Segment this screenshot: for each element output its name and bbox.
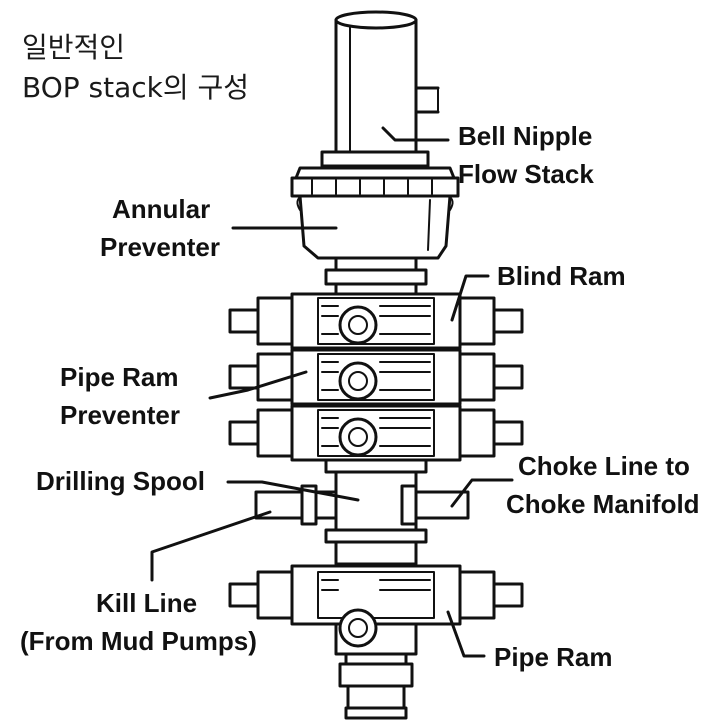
leader-kill-line bbox=[150, 510, 272, 582]
title-line-1: 일반적인 bbox=[22, 31, 126, 64]
label-annular-2: Preventer bbox=[100, 232, 220, 262]
leader-bell-nipple bbox=[381, 126, 450, 142]
pipe-ram-preventer-upper bbox=[228, 348, 524, 406]
pipe-ram-preventer-lower bbox=[228, 404, 524, 462]
labels: Bell Nipple Flow Stack Annular Preventer… bbox=[20, 121, 700, 672]
leader-lines bbox=[150, 126, 514, 658]
label-bell-nipple-1: Bell Nipple bbox=[458, 121, 592, 151]
annular-preventer bbox=[296, 194, 454, 260]
leader-choke-line bbox=[450, 478, 514, 508]
drilling-spool bbox=[254, 458, 470, 544]
leader-pipe-ram bbox=[446, 610, 486, 658]
label-pipe-ram: Pipe Ram bbox=[494, 642, 613, 672]
label-annular-1: Annular bbox=[112, 194, 210, 224]
leader-pipe-ram-preventer bbox=[208, 370, 308, 400]
leader-drilling-spool bbox=[226, 480, 360, 502]
label-kill-line-2: (From Mud Pumps) bbox=[20, 626, 257, 656]
leader-blind-ram bbox=[450, 274, 490, 322]
pipe-ram-bottom bbox=[228, 540, 524, 656]
label-blind-ram: Blind Ram bbox=[497, 261, 626, 291]
label-drilling-spool: Drilling Spool bbox=[36, 466, 205, 496]
label-choke-line-1: Choke Line to bbox=[518, 451, 690, 481]
label-choke-line-2: Choke Manifold bbox=[506, 489, 700, 519]
spacer-spool-upper bbox=[324, 256, 428, 296]
label-kill-line-1: Kill Line bbox=[96, 588, 197, 618]
title-line-2: BOP stack의 구성 bbox=[22, 71, 250, 104]
label-bell-nipple-2: Flow Stack bbox=[458, 159, 594, 189]
bell-nipple-flange bbox=[290, 150, 460, 198]
label-pipe-ram-preventer-2: Preventer bbox=[60, 400, 180, 430]
bottom-connector bbox=[338, 652, 414, 720]
label-pipe-ram-preventer-1: Pipe Ram bbox=[60, 362, 179, 392]
blind-ram-preventer bbox=[228, 292, 524, 350]
